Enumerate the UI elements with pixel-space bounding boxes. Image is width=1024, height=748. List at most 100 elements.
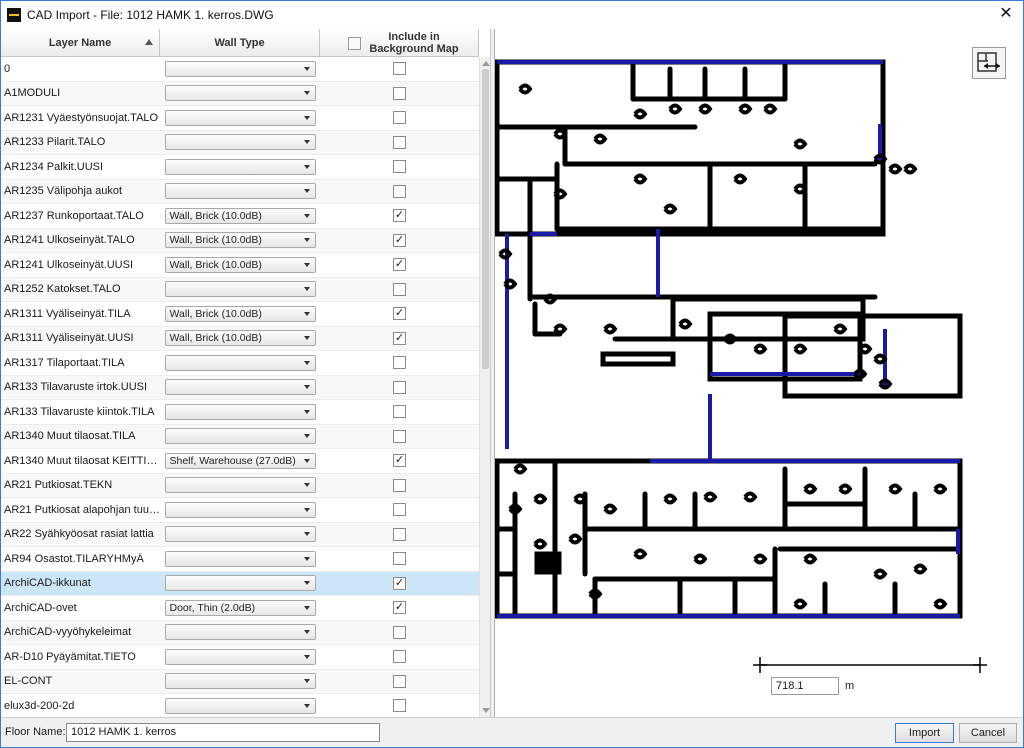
- wall-type-dropdown[interactable]: Wall, Brick (10.0dB): [164, 256, 316, 273]
- wall-type-dropdown[interactable]: [164, 403, 316, 420]
- include-checkbox[interactable]: [393, 160, 406, 174]
- table-row[interactable]: AR1317 Tilaportaat.TILA: [1, 351, 479, 376]
- wall-type-dropdown[interactable]: Wall, Brick (10.0dB): [164, 232, 316, 249]
- include-checkbox[interactable]: [393, 380, 406, 394]
- table-row[interactable]: AR1340 Muut tilaosat.TILA: [1, 424, 479, 449]
- table-row[interactable]: AR21 Putkiosat.TEKN: [1, 473, 479, 498]
- column-header-layer-name[interactable]: Layer Name: [1, 29, 160, 57]
- scroll-up-icon[interactable]: [482, 61, 490, 66]
- wall-type-dropdown[interactable]: [164, 183, 316, 200]
- scroll-down-icon[interactable]: [482, 708, 490, 713]
- floor-name-input[interactable]: 1012 HAMK 1. kerros: [66, 723, 380, 742]
- table-row[interactable]: ArchiCAD-ikkunat✓: [1, 571, 479, 596]
- table-row[interactable]: 0: [1, 57, 479, 82]
- scale-length-input[interactable]: 718.1: [771, 677, 839, 695]
- table-row[interactable]: AR94 Osastot.TILARYHMyÄ: [1, 547, 479, 572]
- fit-to-view-icon[interactable]: [972, 47, 1006, 79]
- table-row[interactable]: AR1233 Pilarit.TALO: [1, 130, 479, 155]
- include-checkbox[interactable]: ✓: [393, 258, 406, 272]
- wall-type-dropdown[interactable]: [164, 526, 316, 543]
- table-row[interactable]: AR21 Putkiosat alapohjan tuul...: [1, 498, 479, 523]
- wall-type-dropdown[interactable]: [164, 648, 316, 665]
- include-checkbox[interactable]: ✓: [393, 454, 406, 468]
- table-row[interactable]: AR22 Syähkyöosat rasiat lattia: [1, 522, 479, 547]
- wall-type-dropdown[interactable]: [164, 624, 316, 641]
- include-checkbox[interactable]: [393, 111, 406, 125]
- table-row[interactable]: AR1234 Palkit.UUSI: [1, 155, 479, 180]
- wall-type-dropdown[interactable]: Wall, Brick (10.0dB): [164, 330, 316, 347]
- wall-type-dropdown[interactable]: Wall, Brick (10.0dB): [164, 207, 316, 224]
- wall-type-dropdown[interactable]: [164, 134, 316, 151]
- include-checkbox[interactable]: ✓: [393, 576, 406, 590]
- table-row[interactable]: AR133 Tilavaruste kiintok.TILA: [1, 400, 479, 425]
- layer-name-cell: ArchiCAD-ovet: [4, 601, 77, 614]
- include-checkbox[interactable]: [393, 674, 406, 688]
- wall-type-dropdown[interactable]: [164, 379, 316, 396]
- include-checkbox[interactable]: ✓: [393, 209, 406, 223]
- wall-type-dropdown[interactable]: [164, 501, 316, 518]
- table-row[interactable]: EL-CONT: [1, 669, 479, 694]
- table-row[interactable]: ArchiCAD-vyyöhykeleimat: [1, 620, 479, 645]
- table-row[interactable]: AR1235 Välipohja aukot: [1, 179, 479, 204]
- include-checkbox[interactable]: [393, 552, 406, 566]
- include-checkbox[interactable]: [393, 184, 406, 198]
- table-row[interactable]: AR133 Tilavaruste irtok.UUSI: [1, 375, 479, 400]
- include-checkbox[interactable]: ✓: [393, 233, 406, 247]
- wall-type-dropdown[interactable]: [164, 85, 316, 102]
- wall-type-dropdown[interactable]: [164, 697, 316, 714]
- include-checkbox[interactable]: [393, 405, 406, 419]
- include-checkbox[interactable]: [393, 527, 406, 541]
- wall-type-dropdown[interactable]: [164, 673, 316, 690]
- scrollbar-thumb[interactable]: [482, 69, 489, 369]
- include-checkbox[interactable]: [393, 699, 406, 713]
- wall-type-dropdown[interactable]: [164, 575, 316, 592]
- cancel-button[interactable]: Cancel: [959, 723, 1017, 743]
- include-checkbox[interactable]: [393, 135, 406, 149]
- include-checkbox[interactable]: [393, 282, 406, 296]
- table-row[interactable]: ArchiCAD-ovet Door, Thin (2.0dB) ✓: [1, 596, 479, 621]
- wall-type-dropdown[interactable]: [164, 550, 316, 567]
- include-checkbox[interactable]: ✓: [393, 601, 406, 615]
- scale-bar[interactable]: [753, 657, 987, 673]
- wall-type-dropdown[interactable]: Door, Thin (2.0dB): [164, 599, 316, 616]
- include-checkbox[interactable]: [393, 478, 406, 492]
- wall-type-dropdown[interactable]: Wall, Brick (10.0dB): [164, 305, 316, 322]
- grid-vertical-scrollbar[interactable]: [479, 57, 490, 717]
- table-row[interactable]: AR1231 Vyäestyönsuojat.TALO: [1, 106, 479, 131]
- include-checkbox[interactable]: [393, 86, 406, 100]
- include-checkbox[interactable]: ✓: [393, 307, 406, 321]
- table-row[interactable]: AR1252 Katokset.TALO: [1, 277, 479, 302]
- column-header-include[interactable]: Include in Background Map: [320, 29, 479, 57]
- wall-type-dropdown[interactable]: [164, 354, 316, 371]
- include-checkbox[interactable]: [393, 429, 406, 443]
- chevron-down-icon: [303, 91, 310, 96]
- wall-type-dropdown[interactable]: [164, 428, 316, 445]
- table-row[interactable]: A1MODULI: [1, 81, 479, 106]
- wall-type-dropdown[interactable]: [164, 60, 316, 77]
- table-row[interactable]: elux3d-200-2d: [1, 694, 479, 717]
- wall-type-dropdown[interactable]: [164, 109, 316, 126]
- import-button[interactable]: Import: [895, 723, 954, 743]
- wall-type-dropdown[interactable]: [164, 281, 316, 298]
- include-all-checkbox[interactable]: [348, 37, 361, 50]
- wall-type-dropdown[interactable]: Shelf, Warehouse (27.0dB): [164, 452, 316, 469]
- include-checkbox[interactable]: [393, 650, 406, 664]
- include-checkbox[interactable]: [393, 356, 406, 370]
- include-checkbox[interactable]: [393, 503, 406, 517]
- chevron-down-icon: [303, 630, 310, 635]
- include-checkbox[interactable]: ✓: [393, 331, 406, 345]
- include-checkbox[interactable]: [393, 625, 406, 639]
- table-row[interactable]: AR-D10 Pyäyämitat.TIETO: [1, 645, 479, 670]
- include-checkbox[interactable]: [393, 62, 406, 76]
- close-icon[interactable]: ✕: [999, 5, 1013, 22]
- wall-type-dropdown[interactable]: [164, 477, 316, 494]
- floor-plan-preview[interactable]: 718.1 m: [494, 29, 1023, 717]
- wall-type-dropdown[interactable]: [164, 158, 316, 175]
- column-header-wall-type[interactable]: Wall Type: [160, 29, 320, 57]
